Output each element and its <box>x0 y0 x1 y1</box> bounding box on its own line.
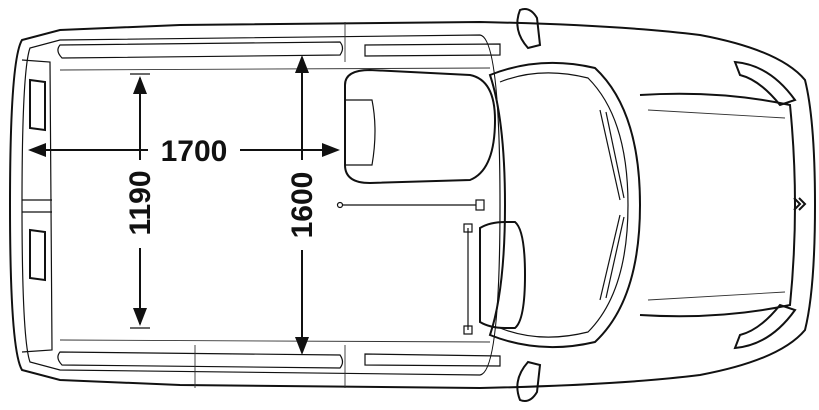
dimension-wheel-arch-width: 1190 <box>124 73 157 329</box>
dimension-length: 1700 <box>28 135 340 168</box>
dimension-width-label: 1600 <box>286 172 319 239</box>
passenger-seat <box>463 221 527 335</box>
van-body <box>8 20 817 390</box>
bulkhead-rod <box>336 199 485 211</box>
driver-seat <box>344 68 497 185</box>
dimension-width: 1600 <box>286 55 319 355</box>
cab-area <box>488 8 797 402</box>
brand-logo-icon <box>793 197 807 211</box>
dimension-wheel-arch-label: 1190 <box>124 170 157 235</box>
dimension-length-label: 1700 <box>161 135 228 168</box>
